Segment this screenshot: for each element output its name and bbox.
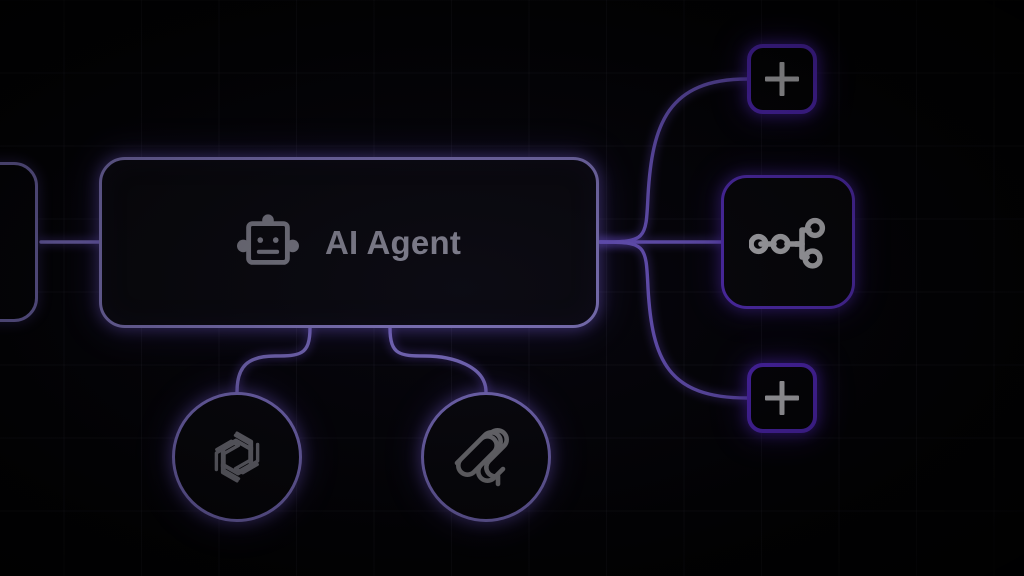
add-node-button-bottom[interactable] <box>747 363 817 433</box>
wire-agent-to-model <box>232 323 315 397</box>
memory-node[interactable] <box>421 392 551 522</box>
chat-model-node[interactable] <box>172 392 302 522</box>
ai-agent-node[interactable]: AI Agent <box>99 157 599 328</box>
n8n-logo-icon <box>749 214 827 270</box>
previous-node-partial[interactable] <box>0 162 38 322</box>
plus-icon <box>765 381 799 415</box>
ai-agent-label: AI Agent <box>324 224 462 261</box>
plus-icon <box>765 62 799 96</box>
wire-agent-to-memory <box>385 323 491 397</box>
simple-memory-icon <box>451 421 521 493</box>
openai-logo-icon <box>203 423 271 491</box>
add-node-button-top[interactable] <box>747 44 817 114</box>
n8n-tool-node[interactable] <box>721 175 855 309</box>
robot-icon <box>236 212 299 274</box>
